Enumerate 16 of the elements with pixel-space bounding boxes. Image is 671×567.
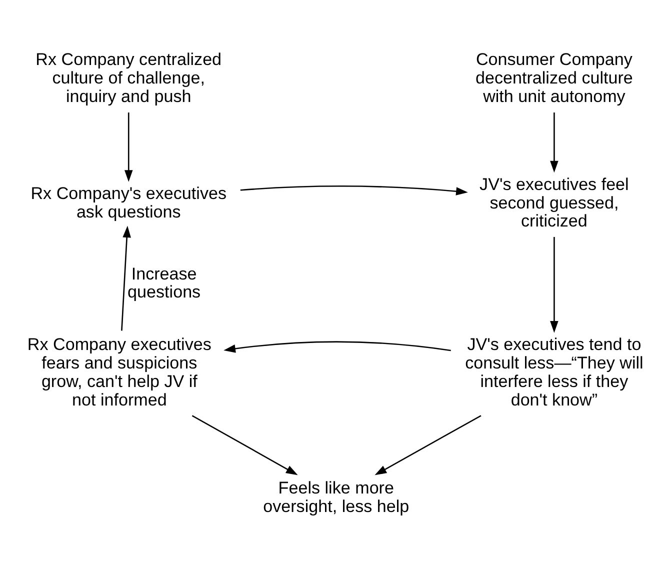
arrow (550, 112, 558, 172)
node-text: JV's executives feel second guessed, criticized (480, 174, 629, 230)
arrow (550, 236, 558, 332)
node-text: Rx Company centralized culture of challenge, inquiry and push (36, 50, 222, 106)
arrow (374, 414, 482, 475)
node-text: JV's executives tend to consult less—“They will interfere less if they don't know” (465, 334, 644, 409)
node-text: Rx Company executives fears and suspicions grow, can't help JV if not informed (27, 334, 212, 409)
node-text: Rx Company's executives ask questions (30, 184, 227, 222)
node-text: Consumer Company decentralized culture with unit autonomy (475, 50, 633, 106)
arrow (240, 185, 468, 195)
arrow (124, 112, 133, 182)
edge-label: Increase questions (128, 264, 201, 302)
node-text: Feels like more oversight, less help (263, 478, 410, 516)
arrow (224, 340, 451, 352)
arrow (121, 225, 131, 330)
arrow (192, 414, 298, 475)
